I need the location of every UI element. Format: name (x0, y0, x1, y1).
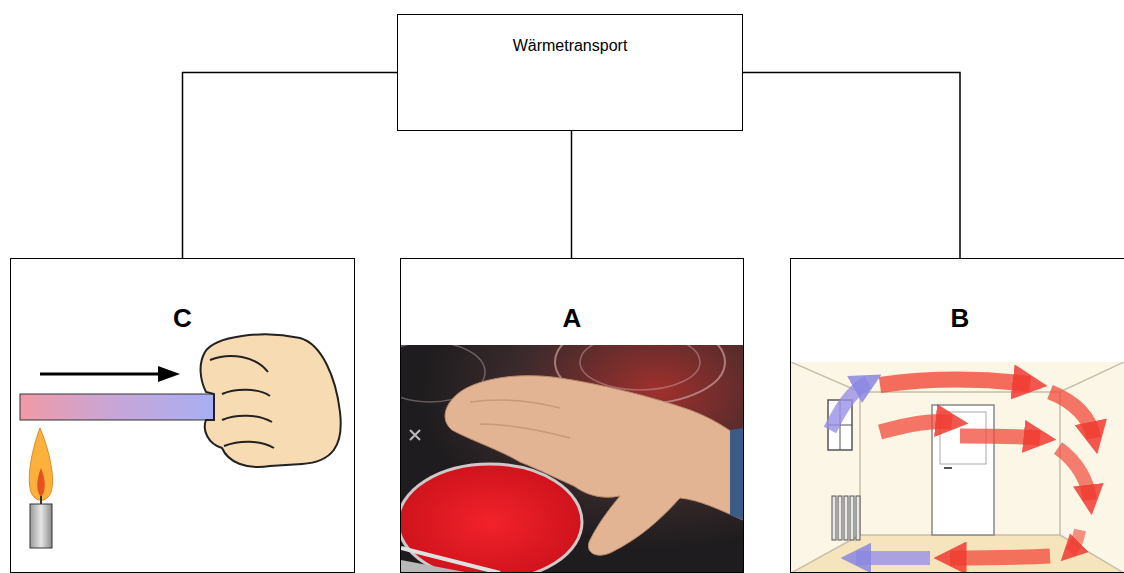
picture-box: A (400, 258, 744, 573)
node-label: C (11, 259, 354, 333)
node-label: A (401, 259, 743, 333)
convection-picture (791, 362, 1124, 573)
heading-box: Wärmetransport (397, 14, 743, 131)
connector-line (183, 73, 398, 259)
radiation-picture (401, 345, 743, 573)
conduction-picture (20, 334, 341, 548)
node-label: B (791, 259, 1124, 333)
connector-line (571, 131, 573, 258)
node-label: Wärmetransport (398, 15, 742, 55)
picture-box: C (10, 258, 355, 573)
picture-box: B (790, 258, 1124, 573)
connector-line (743, 73, 960, 259)
